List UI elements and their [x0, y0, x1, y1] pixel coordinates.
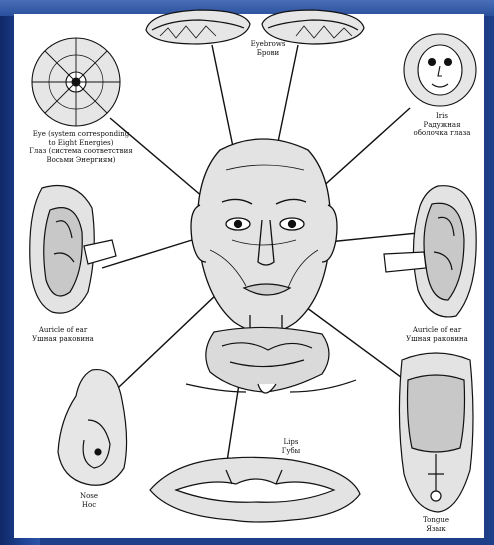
label-eyebrows: Eyebrows Брови: [238, 40, 298, 57]
label-nose-ru: Нос: [64, 501, 114, 510]
lips-illustration: [150, 457, 360, 522]
label-auricle-left-ru: Ушная раковина: [18, 335, 108, 344]
label-tongue: Tongue Язык: [406, 516, 466, 533]
label-iris-en: Iris: [402, 112, 482, 121]
label-tongue-en: Tongue: [406, 516, 466, 525]
auricle-left-illustration: [30, 186, 116, 314]
label-lips: Lips Губы: [266, 438, 316, 455]
label-eye-en1: Eye (system corresponding: [26, 130, 136, 139]
eyebrow-right-illustration: [262, 10, 364, 44]
eyebrow-left-illustration: [146, 10, 250, 44]
iris-illustration: [404, 34, 476, 106]
label-eyebrows-ru: Брови: [238, 49, 298, 58]
connector-auricle-right: [328, 232, 428, 242]
label-auricle-right: Auricle of ear Ушная раковина: [392, 326, 482, 343]
auricle-right-illustration: [384, 186, 476, 317]
label-eye-en2: to Eight Energies): [26, 139, 136, 148]
label-auricle-right-en: Auricle of ear: [392, 326, 482, 335]
label-iris-ru2: оболочка глаза: [402, 129, 482, 138]
label-iris: Iris Радужная оболочка глаза: [402, 112, 482, 138]
label-auricle-left-en: Auricle of ear: [18, 326, 108, 335]
label-nose: Nose Нос: [64, 492, 114, 509]
label-lips-ru: Губы: [266, 447, 316, 456]
nose-illustration: [58, 370, 127, 486]
label-lips-en: Lips: [266, 438, 316, 447]
label-auricle-right-ru: Ушная раковина: [392, 335, 482, 344]
central-face-illustration: [191, 139, 337, 340]
label-nose-en: Nose: [64, 492, 114, 501]
label-eye-ru1: Глаз (система соответствия: [26, 147, 136, 156]
label-iris-ru1: Радужная: [402, 121, 482, 130]
label-tongue-ru: Язык: [406, 525, 466, 534]
label-eye-ru2: Восьми Энергиям): [26, 156, 136, 165]
label-eye: Eye (system corresponding to Eight Energ…: [26, 130, 136, 164]
label-eyebrows-en: Eyebrows: [238, 40, 298, 49]
neck-organs-illustration: [186, 327, 356, 393]
eye-eight-energies-illustration: [32, 38, 120, 126]
tongue-illustration: [399, 353, 473, 512]
label-auricle-left: Auricle of ear Ушная раковина: [18, 326, 108, 343]
